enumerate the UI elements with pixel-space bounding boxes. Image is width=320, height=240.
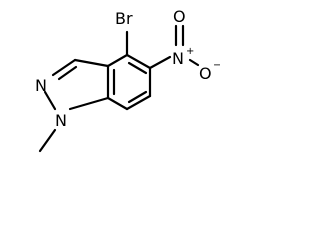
bond-c3-n2-inner (57, 65, 78, 81)
atom-nitro-oxygen-double: O (173, 7, 186, 26)
bond-c4-c5-inner (127, 61, 148, 75)
bond-nitro-o-single (188, 58, 200, 67)
bond-c4-c5 (125, 53, 152, 70)
benzene-ring (106, 53, 152, 111)
bond-n1-c7a (68, 96, 110, 111)
atom-ring-nitrogen-n1: N (55, 111, 67, 130)
atom-nitro-oxygen-single: O (199, 64, 212, 83)
bond-c7-c7a (106, 96, 129, 111)
atom-ring-nitrogen-n2: N (35, 76, 47, 95)
bond-c5-nitro (148, 55, 172, 70)
nitro-positive-charge: + (186, 46, 194, 57)
atom-nitro-nitrogen: N (172, 49, 184, 68)
bond-n2-n1 (43, 90, 57, 111)
substituent-bonds (38, 24, 200, 153)
nitro-negative-charge: − (213, 60, 220, 71)
bond-c3-n2 (51, 58, 77, 77)
atom-bromine: Br (115, 9, 133, 28)
bond-c3a-c3 (73, 58, 110, 68)
chemical-structure: Br N + O O − N N (35, 7, 220, 153)
pyrazole-ring (43, 58, 110, 111)
bond-n1-methyl (38, 128, 57, 153)
bond-c6-c7 (125, 94, 152, 111)
bond-c3a-c4 (106, 53, 129, 68)
bond-c6-c7-inner (127, 90, 148, 104)
